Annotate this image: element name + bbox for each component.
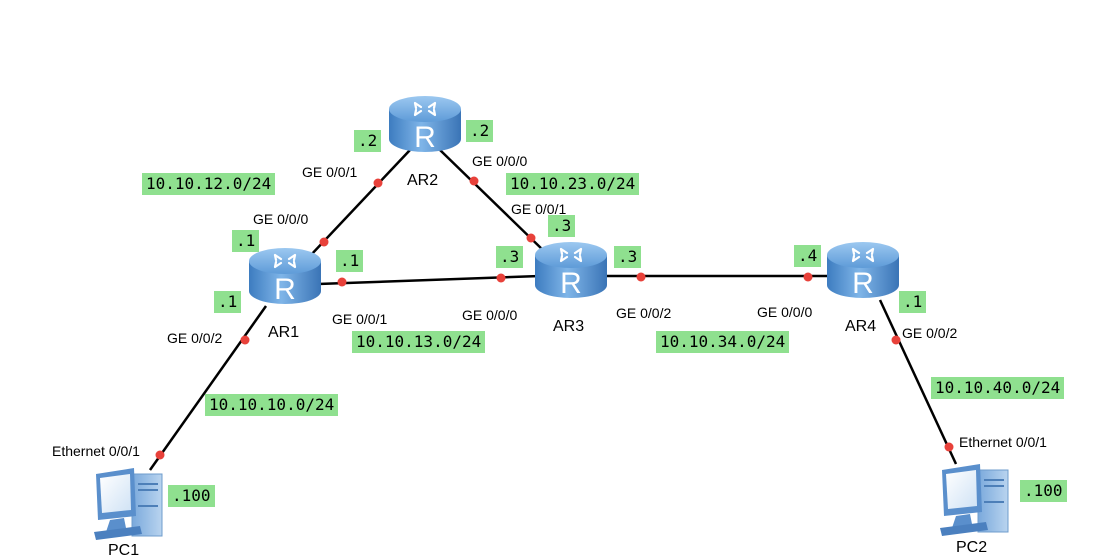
port-label-ar1-g000: GE 0/0/0	[253, 211, 309, 227]
link-ar2-ar3	[439, 149, 546, 253]
port-dot-ar4-g002[interactable]	[891, 335, 901, 345]
device-name-ar3: AR3	[553, 318, 585, 335]
port-label-pc2-eth: Ethernet 0/0/1	[959, 434, 1047, 450]
port-dot-ar4-g000[interactable]	[803, 272, 813, 282]
host-tag-ar3-left: .3	[496, 246, 524, 268]
port-dot-ar3-g000[interactable]	[496, 273, 506, 283]
port-label-ar1-g002: GE 0/0/2	[167, 330, 223, 346]
router-icon-ar3[interactable]	[533, 240, 609, 302]
port-dot-pc2-eth[interactable]	[944, 442, 954, 452]
port-label-ar3-g002: GE 0/0/2	[616, 305, 672, 321]
host-tag-ar4-right: .1	[899, 291, 927, 313]
links	[148, 149, 958, 471]
subnet-tag-ar3-ar4: 10.10.34.0/24	[656, 331, 790, 353]
port-dot-ar3-g001[interactable]	[526, 233, 536, 243]
port-label-ar2-g000: GE 0/0/0	[472, 153, 528, 169]
host-tag-ar2-right: .2	[466, 120, 494, 142]
port-label-ar2-g001: GE 0/0/1	[302, 164, 358, 180]
host-tag-ar3-right: .3	[614, 246, 642, 268]
port-dot-ar3-g002[interactable]	[636, 272, 646, 282]
link-ar1-ar2	[309, 149, 411, 257]
port-dot-ar1-g002[interactable]	[240, 335, 250, 345]
port-dot-ar2-g000[interactable]	[469, 176, 479, 186]
port-label-ar4-g002: GE 0/0/2	[902, 325, 958, 341]
port-label-ar3-g001: GE 0/0/1	[511, 201, 567, 217]
port-dot-ar1-g000[interactable]	[319, 237, 329, 247]
port-dot-ar2-g001[interactable]	[373, 178, 383, 188]
host-tag-pc1: .100	[168, 485, 215, 507]
router-icon-ar1[interactable]	[247, 246, 323, 308]
host-tag-ar1-top: .1	[232, 230, 260, 252]
device-name-ar4: AR4	[845, 318, 877, 335]
host-tag-ar3-top: .3	[548, 215, 576, 237]
port-dots	[155, 176, 954, 460]
subnet-tag-ar1-pc1: 10.10.10.0/24	[205, 394, 339, 416]
port-label-ar3-g000: GE 0/0/0	[462, 307, 518, 323]
device-name-pc1: PC1	[108, 542, 140, 559]
link-ar1-ar3	[317, 274, 541, 286]
port-label-ar4-g000: GE 0/0/0	[757, 304, 813, 320]
pc-icon-pc2[interactable]	[939, 463, 1009, 537]
link-ar1-pc1	[148, 305, 268, 471]
host-tag-ar4-left: .4	[794, 245, 822, 267]
device-name-ar1: AR1	[268, 324, 300, 341]
host-tag-pc2: .100	[1020, 480, 1067, 502]
subnet-tag-ar1-ar3: 10.10.13.0/24	[352, 331, 486, 353]
host-tag-ar1-right: .1	[336, 250, 364, 272]
port-label-ar1-g001: GE 0/0/1	[332, 311, 388, 327]
device-name-pc2: PC2	[956, 539, 988, 556]
port-dot-pc1-eth[interactable]	[155, 450, 165, 460]
subnet-tag-ar2-ar3: 10.10.23.0/24	[506, 173, 640, 195]
device-name-ar2: AR2	[407, 172, 439, 189]
link-ar4-pc2	[878, 299, 958, 465]
router-icon-ar2[interactable]	[387, 94, 463, 156]
subnet-tag-ar1-ar2: 10.10.12.0/24	[142, 173, 276, 195]
pc-icon-pc1[interactable]	[93, 467, 163, 541]
host-tag-ar2-left: .2	[354, 130, 382, 152]
router-icon-ar4[interactable]	[825, 240, 901, 302]
port-label-pc1-eth: Ethernet 0/0/1	[52, 443, 140, 459]
port-dot-ar1-g001[interactable]	[337, 277, 347, 287]
host-tag-ar1-left: .1	[214, 291, 242, 313]
subnet-tag-ar4-pc2: 10.10.40.0/24	[931, 377, 1065, 399]
